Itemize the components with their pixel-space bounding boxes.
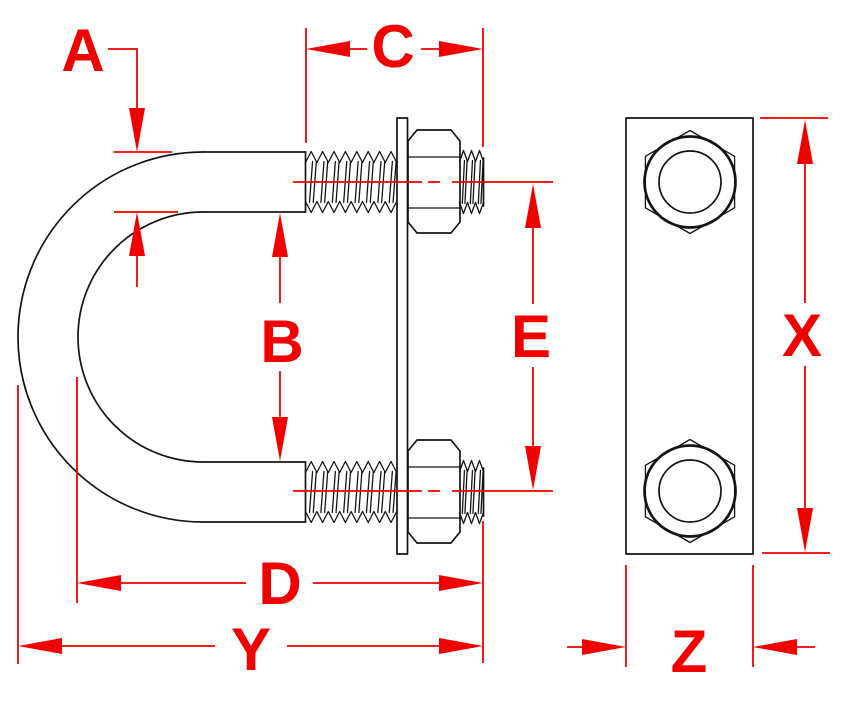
arrowhead-right <box>439 41 483 57</box>
dim-label-y: Y <box>231 616 271 683</box>
arrowhead-left <box>306 41 350 57</box>
arrowhead-left <box>753 639 797 655</box>
plate-front-view <box>625 117 754 555</box>
dim-label-e: E <box>511 303 551 370</box>
hex-nut-front-top <box>643 129 737 235</box>
threads-bottom-protruding-end <box>458 459 485 525</box>
dimension-Y: Y <box>17 385 483 683</box>
hex-nut-side-bottom <box>407 439 461 544</box>
tick-lines <box>760 117 830 554</box>
hex-nut-front-bottom <box>643 438 737 544</box>
plate-face <box>625 117 754 555</box>
arrowhead-left <box>77 575 121 591</box>
ubolt-outer-curve <box>17 151 307 523</box>
dimension-X: X <box>760 117 830 554</box>
arrowhead-up <box>272 213 288 257</box>
hex-nut-side-top <box>407 129 461 234</box>
dim-label-x: X <box>782 302 822 369</box>
arrowhead-up <box>797 120 813 164</box>
dimension-A: A <box>61 17 178 287</box>
arrowhead-right <box>439 575 483 591</box>
nut-hexagon <box>644 438 736 544</box>
dimension-C: C <box>305 13 484 147</box>
dim-label-c: C <box>371 13 414 80</box>
arrowhead-down <box>797 508 813 552</box>
ubolt-top-leg-edges <box>202 151 307 213</box>
ubolt-inner-curve <box>77 211 307 463</box>
u-bolt-side-view <box>17 117 485 555</box>
arrowhead-right <box>439 638 483 654</box>
arrowhead-up <box>129 212 145 256</box>
nut-chamfer-circle <box>643 135 737 229</box>
centerlines <box>293 181 553 492</box>
bolt-hole-circle <box>658 150 722 214</box>
arrowhead-down <box>525 446 541 490</box>
dimension-Z: Z <box>567 565 815 685</box>
arrowhead-up <box>525 184 541 228</box>
arrowhead-down <box>272 417 288 461</box>
bolt-hole-circle <box>658 459 722 523</box>
nut-hexagon <box>644 129 736 235</box>
dim-label-b: B <box>260 308 303 375</box>
dim-label-a: A <box>61 17 104 84</box>
plate-edge-view <box>396 117 409 555</box>
arrowhead-left <box>18 638 62 654</box>
extension-lines <box>305 28 484 147</box>
dim-label-d: D <box>258 550 301 617</box>
threads-bottom-leg <box>304 460 398 524</box>
nut-chamfer-circle <box>643 444 737 538</box>
arrowhead-down <box>129 108 145 152</box>
dimension-B: B <box>260 213 304 461</box>
dimension-D: D <box>76 377 484 663</box>
arrowhead-right <box>582 639 626 655</box>
dim-label-z: Z <box>671 618 708 685</box>
dimension-E: E <box>511 184 551 490</box>
extension-lines <box>76 377 484 663</box>
leader-line <box>108 48 178 287</box>
extension-lines <box>625 565 754 667</box>
